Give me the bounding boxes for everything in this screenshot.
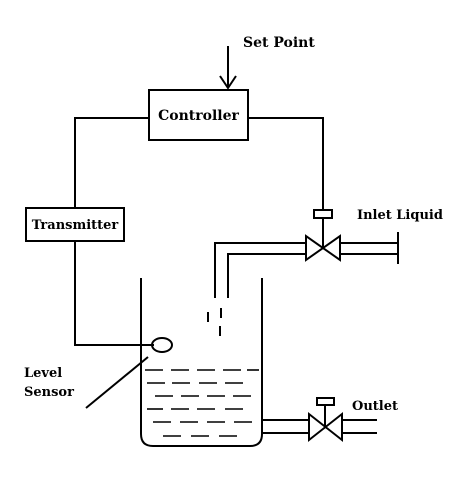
- falling-liquid: [207, 308, 222, 336]
- outlet-valve: [308, 397, 343, 443]
- outlet-label: Outlet: [352, 399, 398, 414]
- set-point-arrow: [219, 46, 237, 90]
- outlet-pipe: [262, 419, 377, 434]
- liquid: [145, 369, 259, 437]
- controller-block: Controller: [148, 89, 249, 141]
- controller-valve-line: [248, 117, 324, 210]
- inlet-control-valve: [305, 209, 341, 262]
- controller-transmitter-line: [74, 117, 149, 208]
- inlet-liquid-label: Inlet Liquid: [357, 208, 443, 223]
- level-sensor-label-line1: Level: [24, 366, 62, 381]
- level-sensor-label-line2: Sensor: [24, 385, 74, 400]
- transmitter-block: Transmitter: [25, 207, 125, 242]
- tank: [140, 278, 263, 447]
- set-point-label: Set Point: [243, 35, 315, 51]
- transmitter-label: Transmitter: [32, 218, 119, 233]
- inlet-pipe: [214, 232, 399, 298]
- controller-label: Controller: [158, 108, 239, 124]
- level-sensor-pointer: [85, 356, 149, 409]
- level-sensor-float: [151, 337, 173, 353]
- controller-box: [148, 89, 249, 141]
- transmitter-sensor-line: [74, 241, 154, 346]
